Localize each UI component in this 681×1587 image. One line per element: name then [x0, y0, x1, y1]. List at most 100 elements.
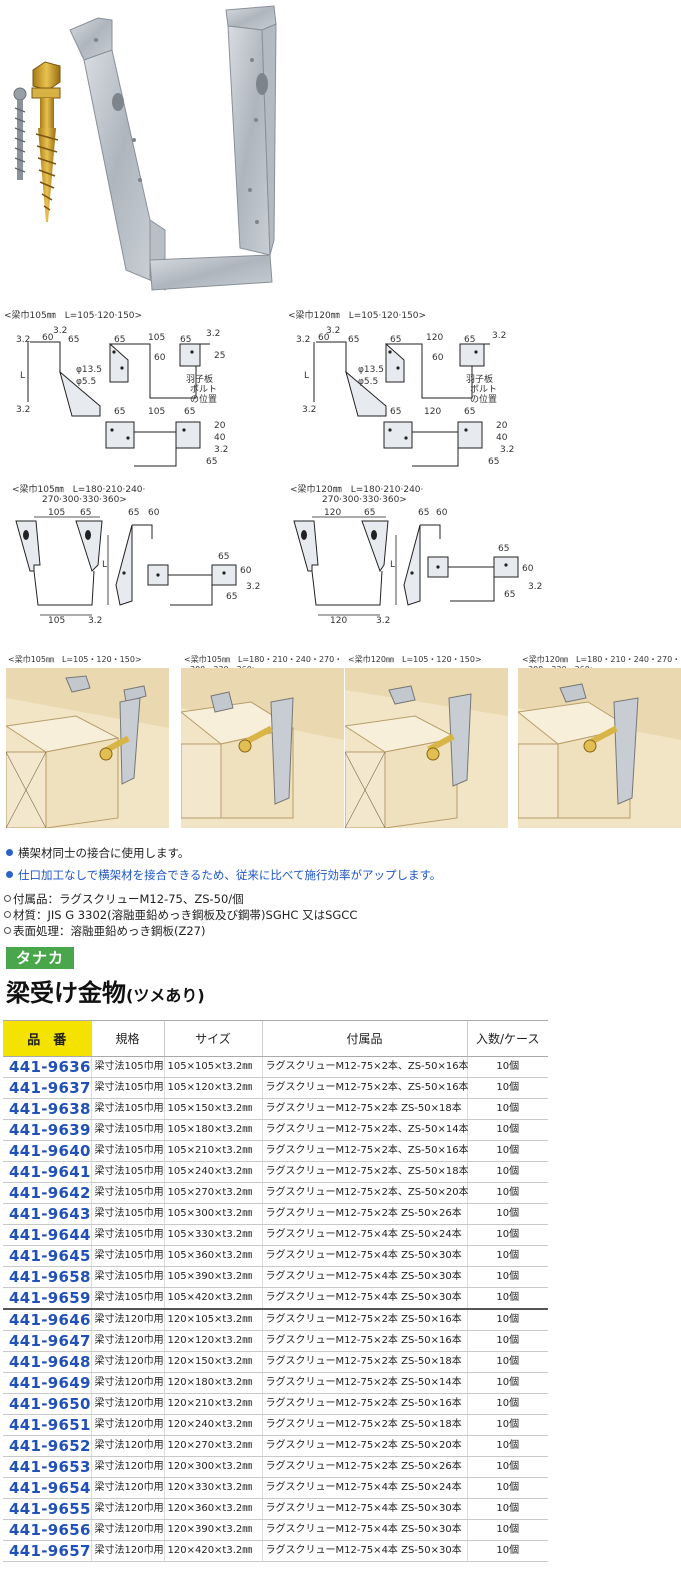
size-cell: 120×300×t3.2㎜ — [163, 1456, 262, 1478]
quantity-cell: 10個 — [466, 1119, 548, 1141]
dim: 3.2 — [296, 335, 310, 345]
drawing-caption-1: <梁巾105㎜ L=105·120·150> — [4, 311, 143, 321]
install-caption-3: <梁巾120㎜ L=105・120・150> — [348, 655, 482, 664]
product-code[interactable]: 441-9646 — [3, 1309, 91, 1331]
dim: 3.2 — [302, 405, 316, 415]
dim: 65 — [68, 335, 79, 345]
dim: 65 — [80, 508, 91, 518]
dim: 20 — [214, 421, 226, 431]
product-code[interactable]: 441-9643 — [3, 1203, 91, 1225]
spec-cell: 梁寸法120巾用 — [90, 1309, 164, 1331]
dim: 65 — [348, 335, 359, 345]
drawing-caption-3a: <梁巾105㎜ L=180·210·240· — [12, 485, 146, 495]
ring-bullet-icon — [4, 911, 11, 918]
header-code: 品 番 — [3, 1020, 91, 1057]
drawing-caption-3b: 270·300·330·360> — [42, 495, 127, 505]
quantity-cell: 10個 — [466, 1435, 548, 1457]
quantity-cell: 10個 — [466, 1245, 548, 1267]
product-code[interactable]: 441-9641 — [3, 1161, 91, 1183]
dim: 60 — [240, 566, 252, 576]
note-line: ボルト — [470, 384, 497, 395]
accessories-cell: ラグスクリューM12-75×2本 ZS-50×18本 — [261, 1351, 467, 1373]
product-code[interactable]: 441-9637 — [3, 1077, 91, 1099]
product-code[interactable]: 441-9639 — [3, 1119, 91, 1141]
size-cell: 120×150×t3.2㎜ — [163, 1351, 262, 1373]
product-code[interactable]: 441-9647 — [3, 1330, 91, 1352]
dim: 3.2 — [376, 616, 390, 626]
brand-badge: タナカ — [6, 947, 74, 969]
product-code[interactable]: 441-9651 — [3, 1414, 91, 1436]
product-code[interactable]: 441-9649 — [3, 1372, 91, 1394]
dim: 3.2 — [326, 326, 340, 336]
product-code[interactable]: 441-9657 — [3, 1540, 91, 1562]
dim: 60 — [318, 333, 330, 343]
accessories-cell: ラグスクリューM12-75×4本 ZS-50×24本 — [261, 1477, 467, 1499]
dim: 3.2 — [492, 331, 506, 341]
quantity-cell: 10個 — [466, 1477, 548, 1499]
dim: 65 — [128, 508, 139, 518]
header-size: サイズ — [163, 1020, 262, 1057]
product-code[interactable]: 441-9648 — [3, 1351, 91, 1373]
product-code[interactable]: 441-9640 — [3, 1140, 91, 1162]
accessories-cell: ラグスクリューM12-75×4本 ZS-50×30本 — [261, 1540, 467, 1562]
product-code[interactable]: 441-9659 — [3, 1287, 91, 1310]
accessories-cell: ラグスクリューM12-75×4本 ZS-50×24本 — [261, 1224, 467, 1246]
dim-width: 120 — [330, 616, 347, 626]
quantity-cell: 10個 — [466, 1140, 548, 1162]
dimension-drawing-2: 3.2 60 3.2 65 65 120 65 3.2 60 3.2 65 65… — [296, 326, 514, 467]
dim: 60 — [436, 508, 448, 518]
spec-cell: 梁寸法120巾用 — [90, 1393, 164, 1415]
size-cell: 105×420×t3.2㎜ — [163, 1287, 262, 1310]
product-code[interactable]: 441-9656 — [3, 1519, 91, 1541]
install-caption-2a: <梁巾105㎜ L=180・210・240・270・ — [184, 655, 343, 664]
hole-label: φ13.5 — [358, 365, 384, 375]
note-line: 羽子板 — [466, 373, 493, 385]
install-photo-4 — [518, 668, 681, 828]
product-code[interactable]: 441-9644 — [3, 1224, 91, 1246]
quantity-cell: 10個 — [466, 1498, 548, 1520]
product-code[interactable]: 441-9645 — [3, 1245, 91, 1267]
accessories-cell: ラグスクリューM12-75×2本 ZS-50×16本 — [261, 1393, 467, 1415]
dim: 20 — [496, 421, 508, 431]
quantity-cell: 10個 — [466, 1330, 548, 1352]
dim: 65 — [114, 407, 125, 417]
quantity-cell: 10個 — [466, 1203, 548, 1225]
accessories-cell: ラグスクリューM12-75×2本、ZS-50×18本 — [261, 1161, 469, 1183]
spec-finish: 表面処理：溶融亜鉛めっき鋼板(Z27) — [4, 923, 205, 939]
note-line: の位置 — [190, 393, 217, 405]
product-code[interactable]: 441-9654 — [3, 1477, 91, 1499]
product-code[interactable]: 441-9636 — [3, 1056, 91, 1078]
dim: 3.2 — [206, 329, 220, 339]
quantity-cell: 10個 — [466, 1540, 548, 1562]
product-code[interactable]: 441-9658 — [3, 1266, 91, 1288]
product-code[interactable]: 441-9638 — [3, 1098, 91, 1120]
accessories-cell: ラグスクリューM12-75×2本 ZS-50×18本 — [261, 1414, 467, 1436]
product-code[interactable]: 441-9650 — [3, 1393, 91, 1415]
dim: 3.2 — [16, 335, 30, 345]
product-code[interactable]: 441-9655 — [3, 1498, 91, 1520]
size-cell: 105×210×t3.2㎜ — [163, 1140, 262, 1162]
product-code[interactable]: 441-9653 — [3, 1456, 91, 1478]
dimension-drawing-3: 105 65 65 60 60 65 3.2 65 105 3.2 L — [15, 508, 260, 626]
dim: 40 — [496, 433, 508, 443]
accessories-cell: ラグスクリューM12-75×4本 ZS-50×30本 — [261, 1287, 467, 1310]
dim: 3.2 — [500, 445, 514, 455]
product-code[interactable]: 441-9642 — [3, 1182, 91, 1204]
dim-width: 120 — [426, 333, 443, 343]
size-cell: 120×390×t3.2㎜ — [163, 1519, 262, 1541]
size-cell: 105×270×t3.2㎜ — [163, 1182, 262, 1204]
spec-cell: 梁寸法120巾用 — [90, 1498, 164, 1520]
dim: 65 — [206, 457, 217, 467]
dim-width: 105 — [148, 407, 165, 417]
dimension-drawing-1: 3.2 60 3.2 65 65 105 65 3.2 60 25 3.2 65… — [16, 326, 228, 467]
product-code[interactable]: 441-9652 — [3, 1435, 91, 1457]
